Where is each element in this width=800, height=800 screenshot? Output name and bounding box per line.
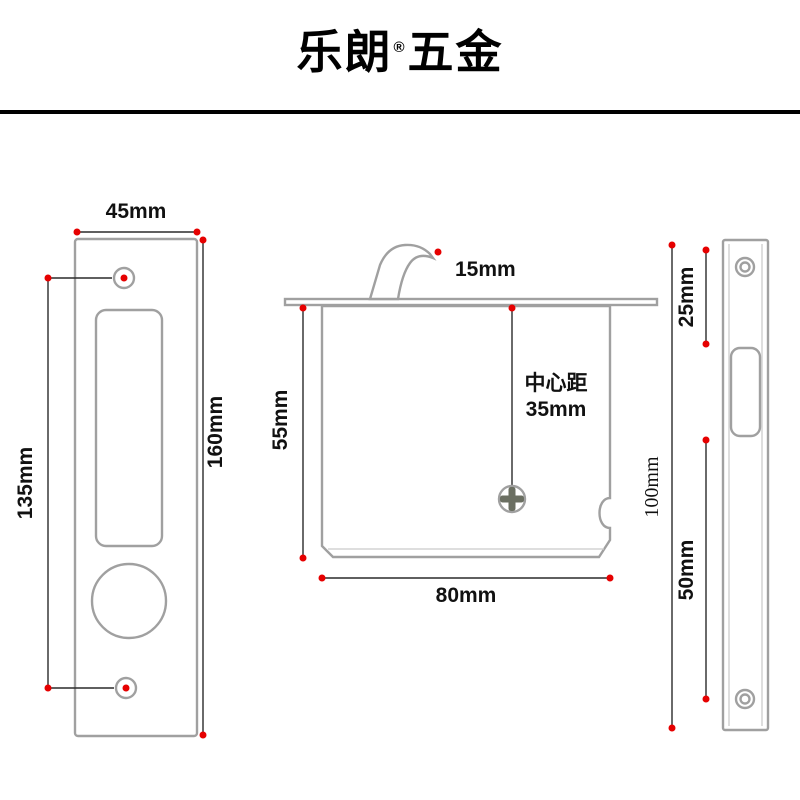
faceplate-thumbturn-hole	[90, 562, 168, 640]
dimension-endpoint-dot	[702, 340, 710, 348]
dimension-endpoint-dot	[73, 228, 81, 236]
dimension-endpoint-dot	[702, 246, 710, 254]
dimension-endpoint-dot	[508, 304, 516, 312]
faceplate-hole-spacing-label: 135mm	[14, 447, 37, 519]
dimension-endpoint-dot	[199, 236, 207, 244]
dimension-endpoint-dot	[668, 241, 676, 249]
lock-body-top-plate	[283, 297, 659, 307]
registered-mark: ®	[393, 38, 407, 56]
dimension-endpoint-dot	[702, 695, 710, 703]
faceplate-slot	[94, 308, 164, 548]
faceplate-height-label: 160mm	[204, 396, 227, 468]
dimension-endpoint-dot	[434, 248, 442, 256]
dimension-endpoint-dot	[44, 274, 52, 282]
strike-plate-outline	[721, 238, 770, 732]
cross-screw-slot-vertical	[508, 487, 516, 511]
faceplate-view: 45mm 135mm 160mm	[14, 200, 227, 739]
faceplate-width-label: 45mm	[106, 200, 167, 223]
strike-plate-height-label: 100mm	[641, 456, 663, 518]
lock-body-depth-label: 55mm	[269, 390, 292, 451]
dimension-endpoint-dot	[606, 574, 614, 582]
dimension-endpoint-dot	[193, 228, 201, 236]
center-distance-value: 35mm	[526, 398, 587, 421]
lock-body-view: 15mm 55mm 中心距 35mm 80mm	[269, 243, 659, 607]
lock-body-outline	[320, 304, 612, 559]
dimension-endpoint-dot	[299, 304, 307, 312]
strike-plate-top-screw-hole-inner	[739, 261, 751, 273]
brand-suffix: 五金	[407, 26, 504, 78]
dimension-endpoint-dot	[120, 274, 128, 282]
dimension-endpoint-dot	[299, 554, 307, 562]
dimension-endpoint-dot	[702, 436, 710, 444]
lock-body-width-label: 80mm	[436, 584, 497, 607]
header-divider	[0, 110, 800, 114]
hook-projection-label: 15mm	[455, 258, 516, 281]
center-distance-caption: 中心距	[525, 372, 588, 395]
dimension-endpoint-dot	[199, 731, 207, 739]
hook-latch	[368, 243, 437, 301]
brand-name: 乐朗	[296, 26, 393, 78]
dimension-endpoint-dot	[668, 724, 676, 732]
strike-plate-bottom-screw-hole-inner	[739, 693, 751, 705]
strike-plate-slot	[729, 346, 762, 438]
brand-title: 乐朗®五金	[0, 16, 800, 82]
strike-plate-top-label: 25mm	[675, 267, 698, 328]
dimension-endpoint-dot	[44, 684, 52, 692]
strike-plate-view: 25mm 50mm 100mm	[641, 238, 770, 732]
dimension-endpoint-dot	[122, 684, 130, 692]
strike-plate-bottom-label: 50mm	[675, 540, 698, 601]
dimension-endpoint-dot	[318, 574, 326, 582]
